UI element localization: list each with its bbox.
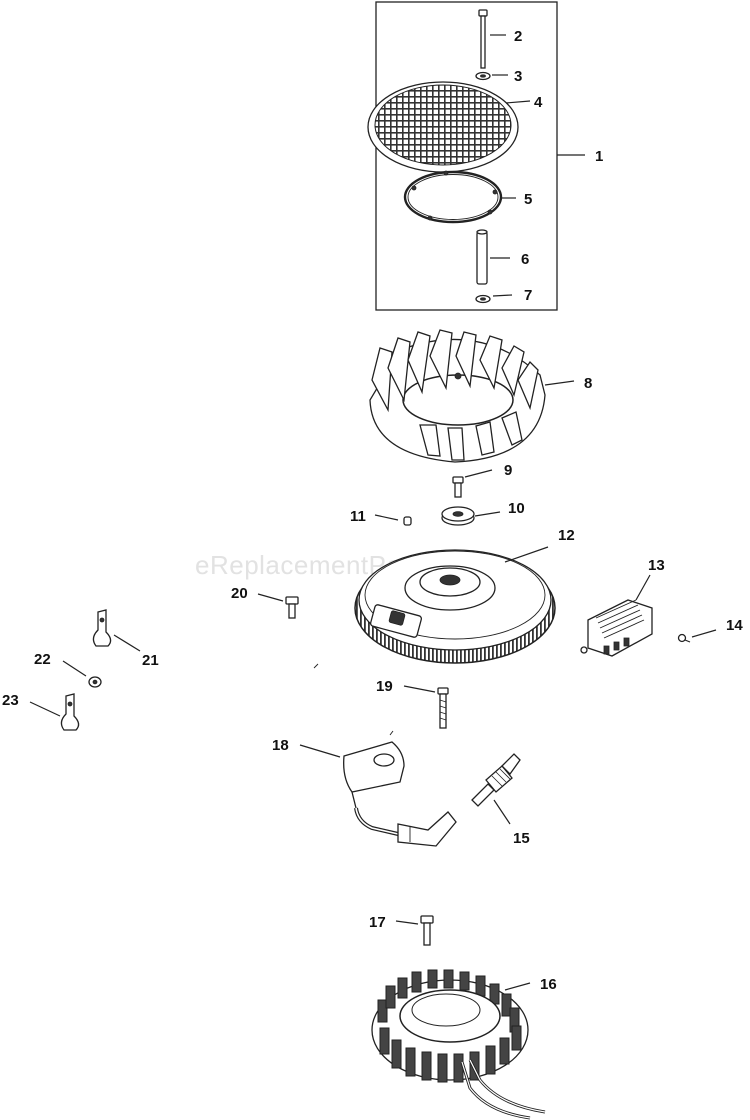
part-22-nut[interactable] (88, 676, 102, 688)
callout-2: 2 (514, 28, 522, 45)
part-23-clamp[interactable] (60, 693, 80, 731)
callout-11: 11 (350, 508, 366, 525)
part-10-washer[interactable] (441, 506, 475, 526)
callout-22: 22 (34, 651, 51, 668)
callout-13: 13 (648, 557, 665, 574)
screen-kit-box (375, 1, 585, 311)
part-2-bolt[interactable] (478, 9, 488, 69)
callout-21: 21 (142, 652, 159, 669)
part-5-retaining-ring[interactable] (403, 170, 503, 224)
callout-12: 12 (558, 527, 575, 544)
part-9-bolt[interactable] (452, 476, 464, 498)
callout-20: 20 (231, 585, 248, 602)
part-8-cooling-fan[interactable] (369, 329, 546, 463)
callout-16: 16 (540, 976, 557, 993)
callout-8: 8 (584, 375, 592, 392)
part-7-washer[interactable] (475, 294, 491, 304)
part-20-bolt[interactable] (285, 596, 299, 619)
callout-15: 15 (513, 830, 530, 847)
part-14-screw[interactable] (677, 633, 691, 643)
callout-10: 10 (508, 500, 525, 517)
callout-3: 3 (514, 68, 522, 85)
callout-6: 6 (521, 251, 529, 268)
callout-7: 7 (524, 287, 532, 304)
callout-1: 1 (595, 148, 603, 165)
part-12-flywheel[interactable] (354, 549, 556, 664)
callout-19: 19 (376, 678, 393, 695)
part-3-washer[interactable] (475, 71, 491, 81)
part-19-bolt[interactable] (437, 687, 449, 729)
part-4-grill-screen[interactable] (367, 81, 519, 173)
callout-4: 4 (534, 94, 543, 111)
part-17-bolt[interactable] (420, 915, 434, 946)
callout-18: 18 (272, 737, 289, 754)
part-21-clamp[interactable] (92, 609, 112, 647)
part-11-key[interactable] (403, 516, 412, 526)
part-16-stator[interactable] (371, 969, 546, 1120)
part-18-ignition-module[interactable] (343, 741, 457, 847)
part-15-spark-plug[interactable] (471, 753, 521, 807)
callout-5: 5 (524, 191, 532, 208)
callout-9: 9 (504, 462, 512, 479)
callout-17: 17 (369, 914, 386, 931)
callout-23: 23 (2, 692, 19, 709)
part-6-spacer[interactable] (476, 229, 488, 285)
part-13-rectifier[interactable] (580, 599, 653, 657)
callout-14: 14 (726, 617, 743, 634)
